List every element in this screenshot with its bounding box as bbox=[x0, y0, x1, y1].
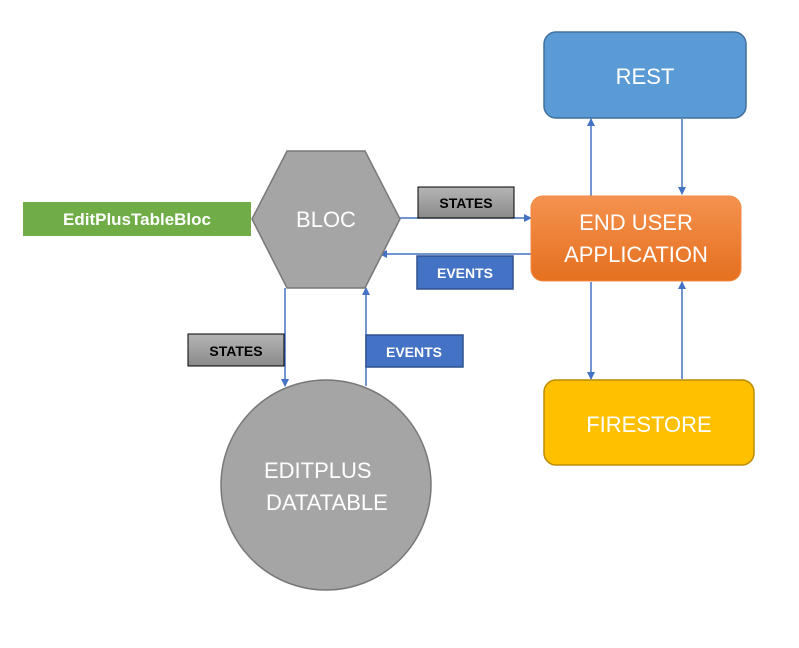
events-tag-top-text: EVENTS bbox=[437, 265, 493, 281]
datatable-label-line2: DATATABLE bbox=[266, 490, 388, 515]
events-tag-bottom-text: EVENTS bbox=[386, 344, 442, 360]
rest-node: REST bbox=[543, 31, 747, 119]
class-name-label: EditPlusTableBloc bbox=[23, 202, 251, 236]
states-tag-left-text: STATES bbox=[209, 343, 262, 359]
end-user-label-line1: END USER bbox=[579, 210, 693, 235]
end-user-application-node: END USER APPLICATION bbox=[530, 195, 742, 282]
bloc-node: BLOC bbox=[251, 150, 401, 289]
rest-label: REST bbox=[616, 64, 675, 89]
firestore-node: FIRESTORE bbox=[543, 379, 755, 466]
datatable-label-line1: EDITPLUS bbox=[264, 458, 372, 483]
bloc-label: BLOC bbox=[296, 207, 356, 232]
class-name-text: EditPlusTableBloc bbox=[63, 210, 211, 229]
events-tag-bottom: EVENTS bbox=[365, 334, 464, 368]
events-tag-top: EVENTS bbox=[416, 255, 514, 290]
states-tag-top: STATES bbox=[417, 186, 515, 219]
states-tag-top-text: STATES bbox=[439, 195, 492, 211]
datatable-node: EDITPLUS DATATABLE bbox=[220, 379, 432, 591]
states-tag-left: STATES bbox=[187, 333, 285, 367]
end-user-label-line2: APPLICATION bbox=[564, 242, 708, 267]
firestore-label: FIRESTORE bbox=[586, 412, 712, 437]
